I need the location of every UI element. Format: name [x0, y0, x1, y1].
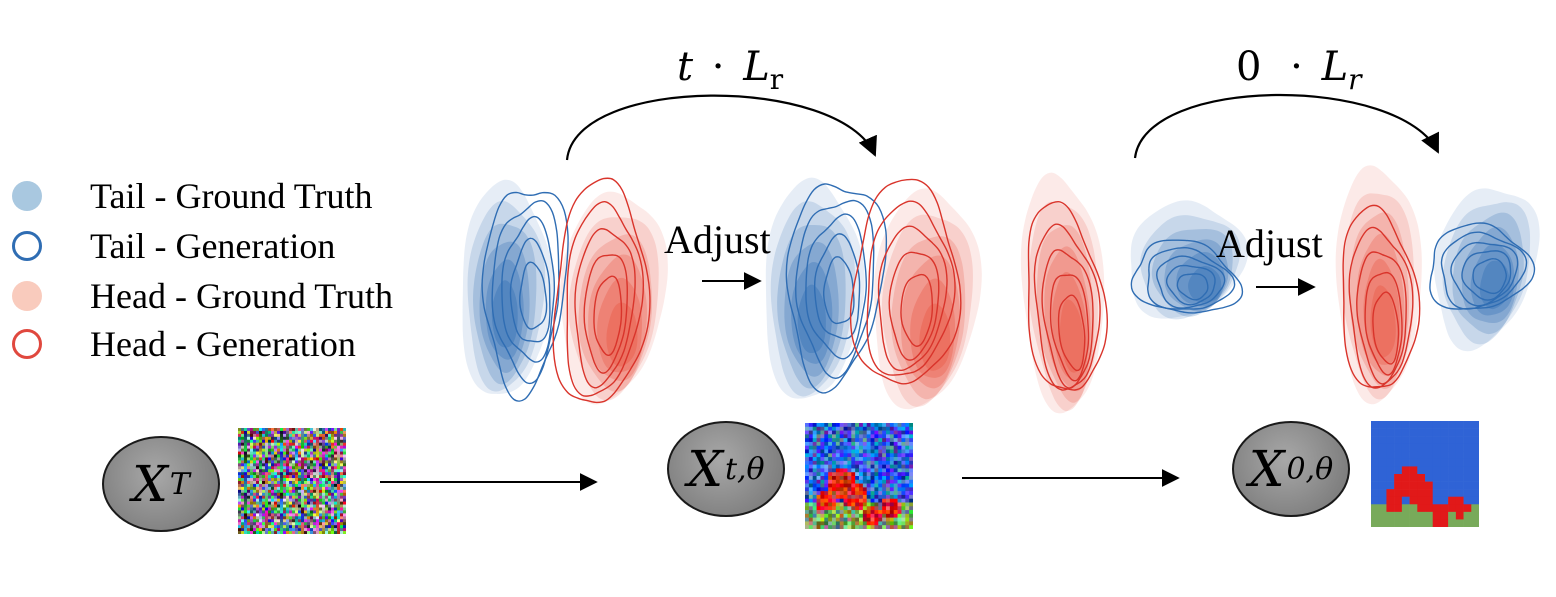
head-truth-contour-level-3 [1036, 225, 1095, 403]
tail-generation-contour-level-2 [795, 199, 875, 380]
adjust-label-1: Adjust [664, 217, 771, 262]
head-generation-contour-level-2 [1348, 226, 1414, 389]
head-generation-contour-level-1 [849, 178, 962, 385]
outline-circle-icon [12, 329, 42, 359]
tail-generation-contour-level-3 [501, 215, 556, 363]
tail-generation-contour-level-5 [822, 256, 855, 325]
head-truth-contour-level-5 [1363, 258, 1400, 365]
arc-label-1: t · Lr [677, 44, 784, 96]
tail-generation-contour-level-1 [1429, 222, 1536, 310]
arc-arrow-2 [1133, 93, 1439, 159]
head-generation-contour-level-2 [566, 200, 645, 397]
head-generation-contour-level-4 [1049, 274, 1090, 382]
tail-generation-contour-level-1 [1130, 239, 1244, 314]
arc-label-2: 0 · Lr [1236, 44, 1362, 96]
tail-truth-contour-level-1 [1434, 188, 1540, 352]
tail-truth-contour-level-5 [791, 262, 833, 364]
tail-generation-contour-level-4 [813, 233, 861, 340]
head-generation-contour-level-1 [1342, 204, 1421, 388]
tail-truth-contour-level-1 [1130, 200, 1249, 319]
tail-truth-contour-level-4 [479, 241, 530, 373]
tail-generation-contour-level-5 [1472, 257, 1508, 295]
tail-truth-contour-level-5 [485, 259, 524, 360]
outline-circle-icon [12, 231, 42, 261]
tail-truth-contour-level-4 [1461, 226, 1519, 324]
tail-generation-contour-level-4 [1461, 250, 1512, 301]
head-generation-contour-level-5 [900, 273, 934, 347]
legend-item-head-generation: Head - Generation [12, 322, 356, 366]
noise-image-thumbnail [238, 428, 346, 534]
tail-truth-contour-level-3 [473, 223, 537, 385]
tail-generation-contour-level-2 [1147, 246, 1236, 310]
head-generation-contour-level-1 [1027, 200, 1109, 391]
head-generation-contour-level-4 [888, 251, 940, 361]
tail-truth-contour-level-2 [1140, 215, 1241, 320]
head-generation-contour-level-1 [552, 177, 651, 404]
tail-truth-contour-level-4 [1164, 239, 1229, 312]
density-plot-after-1 [765, 177, 982, 410]
head-generation-contour-level-3 [1356, 251, 1407, 385]
arc-arrow-1 [565, 94, 877, 161]
tail-generation-contour-level-5 [519, 261, 548, 330]
head-truth-contour-level-5 [910, 278, 956, 378]
tail-truth-contour-level-2 [770, 201, 856, 397]
head-generation-contour-level-3 [574, 228, 636, 389]
legend-label: Head - Ground Truth [90, 276, 393, 316]
density-plot-after-2 [1335, 165, 1540, 405]
head-generation-contour-level-3 [1041, 249, 1094, 389]
head-truth-contour-level-2 [1342, 193, 1415, 400]
tail-generation-contour-level-2 [1440, 231, 1528, 310]
head-truth-contour-level-6 [1370, 285, 1396, 358]
head-truth-contour-level-3 [1349, 212, 1410, 389]
tail-generation-contour-level-3 [1450, 241, 1519, 307]
legend-label: Head - Generation [90, 324, 356, 364]
legend-item-tail-ground-truth: Tail - Ground Truth [12, 174, 373, 218]
legend-label: Tail - Ground Truth [90, 176, 373, 216]
legend-item-tail-generation: Tail - Generation [12, 224, 335, 268]
tail-truth-contour-level-6 [1479, 260, 1511, 310]
head-truth-contour-level-3 [578, 234, 653, 392]
head-truth-contour-level-4 [588, 254, 648, 382]
tail-generation-contour-level-5 [1176, 273, 1209, 301]
adjust-label-2: Adjust [1216, 221, 1323, 266]
tail-generation-contour-level-1 [785, 183, 888, 394]
head-truth-contour-level-5 [1052, 271, 1088, 380]
clean-poppy-image-thumbnail [1371, 421, 1479, 527]
head-truth-contour-level-6 [1059, 299, 1085, 373]
density-plot-before-1 [462, 177, 668, 405]
legend-label: Tail - Generation [90, 226, 336, 266]
head-generation-contour-level-5 [1057, 294, 1086, 372]
tail-generation-contour-level-2 [491, 199, 560, 385]
filled-circle-icon [12, 181, 42, 211]
head-generation-contour-level-3 [877, 225, 948, 372]
head-generation-contour-level-2 [1033, 223, 1101, 391]
head-truth-contour-level-4 [1044, 246, 1091, 392]
tail-generation-contour-level-4 [1165, 264, 1216, 306]
head-generation-contour-level-5 [593, 275, 623, 356]
density-plot-before-2 [1020, 172, 1249, 414]
filled-circle-icon [12, 281, 42, 311]
head-generation-contour-level-4 [583, 254, 628, 374]
head-generation-contour-level-4 [1364, 271, 1403, 376]
tail-generation-contour-level-3 [805, 213, 868, 360]
noisy-poppy-image-thumbnail [805, 423, 913, 529]
tail-truth-contour-level-6 [797, 284, 826, 353]
tail-generation-contour-level-3 [1156, 255, 1226, 309]
head-generation-contour-level-5 [1372, 291, 1400, 365]
head-truth-contour-level-2 [881, 214, 973, 407]
head-truth-contour-level-2 [1028, 201, 1098, 412]
legend-item-head-ground-truth: Head - Ground Truth [12, 274, 393, 318]
head-generation-contour-level-2 [866, 200, 956, 376]
tail-generation-contour-level-4 [509, 237, 551, 343]
